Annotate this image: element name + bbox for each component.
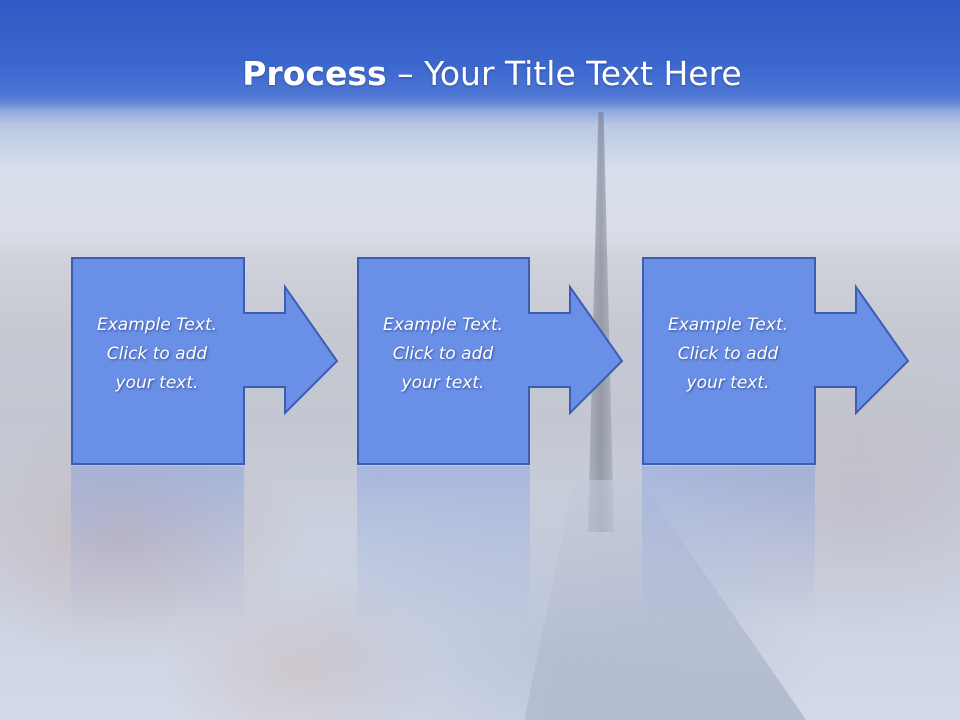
step-2-text: Example Text. Click to add your text. [357,311,529,398]
process-step-3[interactable]: Example Text. Click to add your text. [642,257,927,465]
step-3-line-2: Click to add [677,344,779,364]
step-2-reflection [357,466,530,626]
step-3-line-1: Example Text. [667,315,789,335]
step-1-reflection [71,466,244,626]
step-3-shape [642,257,910,465]
step-2-line-1: Example Text. [382,315,504,335]
step-3-line-3: your text. [686,373,770,393]
title-band [0,0,960,110]
step-3-reflection [642,466,815,626]
step-1-line-3: your text. [115,373,199,393]
slide-title[interactable]: Process – Your Title Text Here [0,52,960,96]
step-2-shape [357,257,624,465]
step-1-line-1: Example Text. [96,315,218,335]
step-2-line-3: your text. [401,373,485,393]
step-1-text: Example Text. Click to add your text. [71,311,243,398]
process-step-2[interactable]: Example Text. Click to add your text. [357,257,642,465]
step-1-line-2: Click to add [106,344,208,364]
title-rest: – Your Title Text Here [386,54,742,93]
title-bold: Process [242,54,387,93]
step-3-text: Example Text. Click to add your text. [642,311,814,398]
step-1-shape [71,257,339,465]
process-step-1[interactable]: Example Text. Click to add your text. [71,257,356,465]
step-2-line-2: Click to add [392,344,494,364]
